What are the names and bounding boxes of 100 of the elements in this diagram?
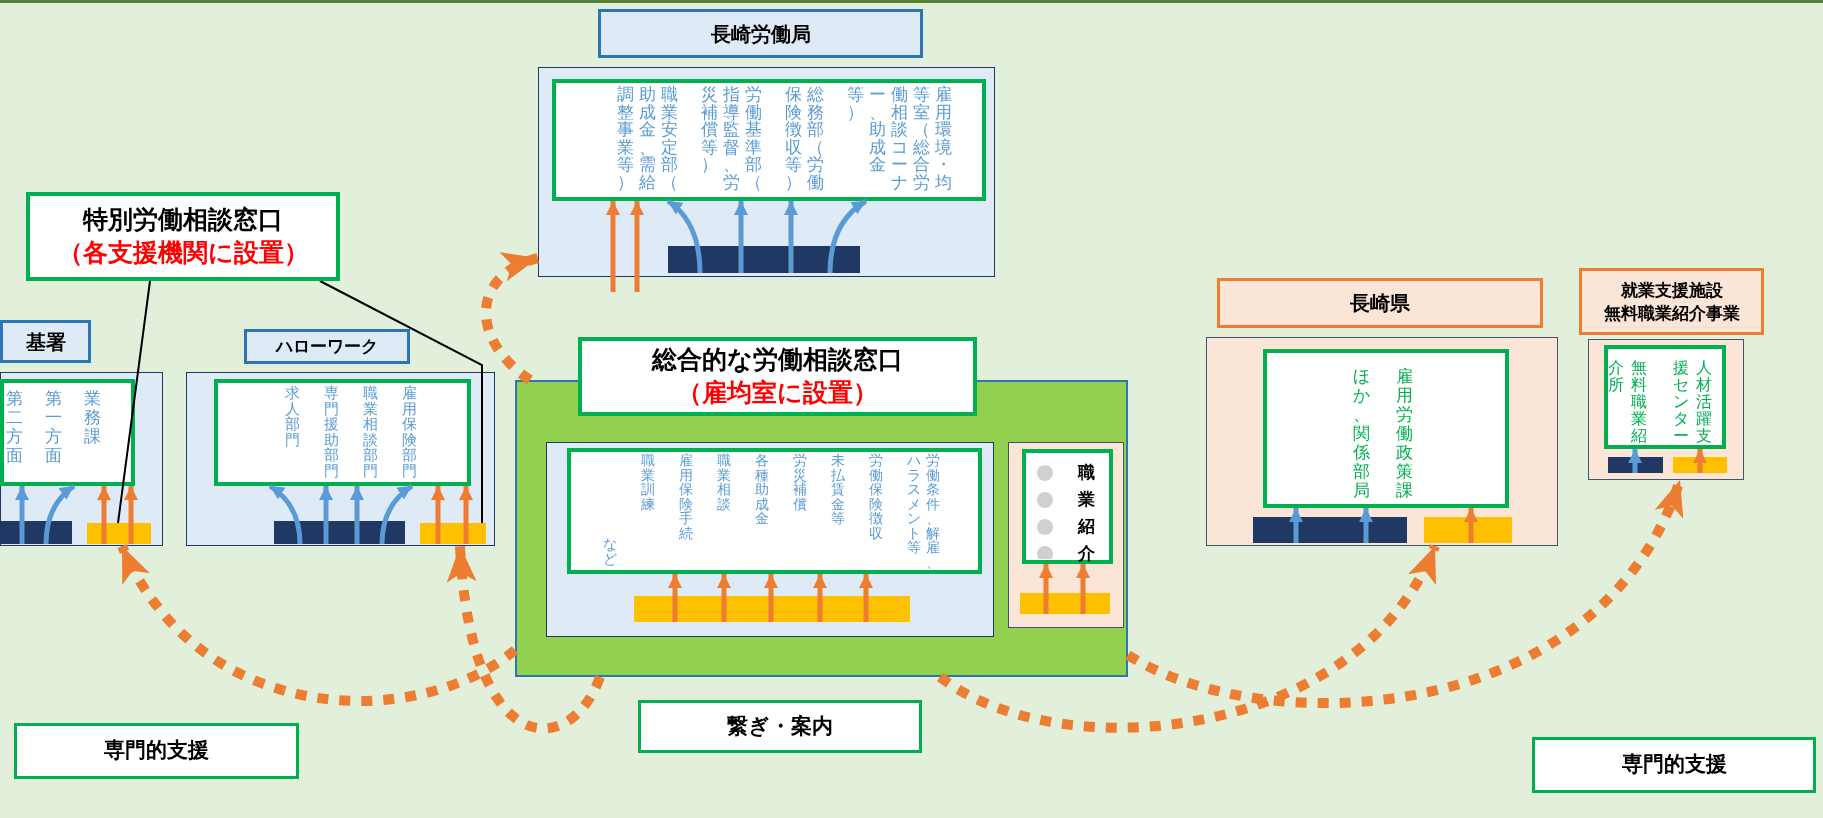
arrow — [606, 201, 620, 292]
department-label: 第二方面 — [6, 389, 23, 467]
label-box — [638, 700, 922, 753]
arrow — [630, 201, 644, 292]
leader-line — [319, 280, 483, 524]
box-label: 専門的支援 — [1621, 751, 1727, 779]
department-box — [567, 448, 982, 574]
arrow — [350, 486, 364, 544]
arrow — [268, 483, 303, 545]
box-heading: 総合的な労働相談窓口 — [652, 344, 903, 376]
header-box — [1579, 268, 1764, 335]
box-subheading: （各支援機関に設置） — [57, 236, 309, 269]
dotted-arrow — [117, 543, 518, 706]
box-subheading: （雇均室に設置） — [677, 376, 878, 409]
department-box — [1263, 349, 1509, 508]
arrow — [319, 486, 333, 544]
department-label: 職業相談部門 — [363, 386, 378, 480]
box-heading: 基署 — [25, 328, 66, 355]
box-label: 専門的支援 — [104, 737, 209, 765]
arrow — [15, 486, 29, 544]
dotted-arrow — [937, 543, 1440, 733]
arrow — [459, 486, 473, 544]
department-label: 業務課 — [84, 389, 101, 448]
bar — [1253, 517, 1407, 543]
panel — [0, 372, 163, 546]
arrow — [124, 486, 138, 544]
department-label: 労災補償 — [793, 453, 807, 514]
arrow — [734, 201, 748, 273]
arrow — [668, 574, 682, 622]
panel — [538, 67, 995, 277]
panel — [1206, 337, 1558, 546]
arrow — [1464, 508, 1478, 543]
header-box — [0, 320, 91, 363]
box-label: 繋ぎ・案内 — [727, 712, 833, 740]
arrow — [1359, 508, 1373, 543]
leader-line — [117, 280, 151, 524]
department-box — [0, 379, 135, 486]
panel — [1008, 442, 1124, 628]
department-label: 職業安定部（助成金、需給調整事業等） — [617, 86, 678, 192]
department-label: 未払賃金等 — [831, 453, 845, 528]
callout-box — [26, 192, 340, 281]
department-label: ほか、関係部局 — [1353, 367, 1370, 501]
box-heading: ハローワーク — [276, 335, 378, 358]
header-box — [244, 329, 410, 364]
label-box — [1532, 737, 1816, 793]
arrow — [97, 486, 111, 544]
arrow — [43, 484, 76, 545]
box-heading: 特別労働相談窓口 — [83, 204, 283, 236]
label-box — [14, 723, 299, 779]
bar — [634, 596, 910, 622]
arrow — [813, 574, 827, 622]
department-label: 専門援助部門 — [324, 386, 339, 480]
box-heading: 長崎県 — [1350, 290, 1410, 316]
arrow — [379, 483, 414, 545]
box-heading: 無料職業紹介事業 — [1603, 301, 1740, 324]
box-heading: 長崎労働局 — [710, 20, 811, 47]
header-box — [1217, 278, 1543, 328]
panel — [186, 372, 495, 546]
department-label: 労働保険徴収 — [869, 453, 883, 543]
department-label: 労働基準部（指導監督、労災補償等） — [701, 86, 762, 192]
panel — [515, 380, 1128, 677]
dotted-arrow — [481, 253, 540, 384]
arrow — [827, 198, 868, 274]
dotted-arrow — [448, 545, 605, 733]
arrow — [1628, 449, 1642, 473]
arrow — [1076, 564, 1090, 614]
box-heading: 就業支援施設 — [1620, 279, 1723, 302]
department-label: 総務部（労働保険徴収等） — [785, 86, 824, 192]
department-label: 雇用保険手続 — [679, 453, 693, 543]
department-label: 職業相談 — [717, 453, 731, 514]
arrow — [859, 574, 873, 622]
department-label: など — [603, 535, 617, 569]
department-label: 第一方面 — [45, 389, 62, 467]
arrow — [431, 486, 445, 544]
department-label: 各種助成金 — [755, 453, 769, 528]
department-label: 求人部門 — [285, 386, 300, 451]
arrow — [1693, 449, 1707, 473]
department-label: 無料職業紹介所 — [1608, 359, 1647, 445]
arrow — [764, 574, 778, 622]
bar — [1424, 517, 1512, 543]
header-box — [598, 9, 923, 58]
panel — [1588, 339, 1744, 480]
department-label: 雇用環境・均等室（総合労働相談コーナー、助成金等） — [847, 86, 952, 192]
callout-box — [578, 337, 977, 416]
department-box — [552, 79, 986, 201]
arrow — [717, 574, 731, 622]
arrow — [1289, 508, 1303, 543]
arrow — [1039, 564, 1053, 614]
department-label: 労働条件、解雇、ハラスメント等 — [907, 453, 940, 570]
arrow — [784, 201, 798, 273]
department-label: 人材活躍支援センター — [1673, 359, 1712, 445]
arrow — [666, 198, 703, 274]
panel — [546, 442, 994, 637]
department-box — [1604, 345, 1726, 449]
department-label: 雇用保険部門 — [402, 386, 417, 480]
department-label: 職業訓練 — [641, 453, 655, 514]
dotted-arrow — [1125, 478, 1685, 708]
department-box — [214, 379, 471, 486]
department-label: 雇用労働政策課 — [1396, 367, 1413, 501]
department-label: 職業紹介 — [1078, 461, 1095, 565]
